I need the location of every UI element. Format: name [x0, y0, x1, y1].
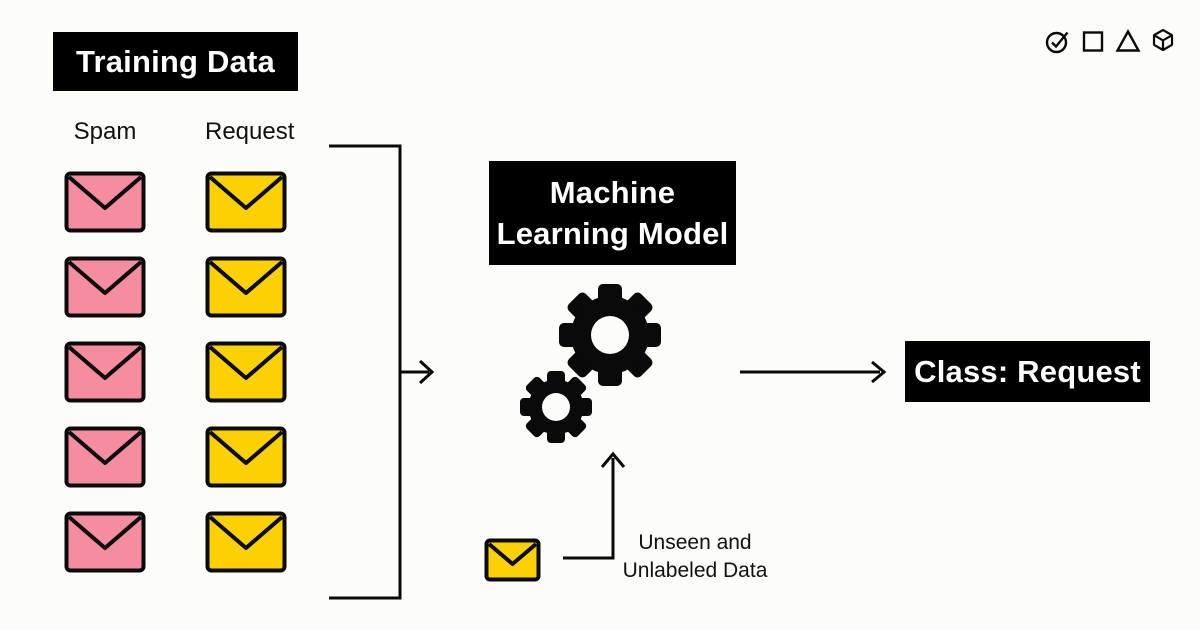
envelope-icon	[64, 511, 146, 573]
unseen-envelope-icon	[484, 538, 541, 582]
envelope-icon	[205, 171, 287, 233]
class-output-label: Class: Request	[905, 341, 1150, 402]
brand-logo	[1045, 28, 1176, 54]
training-bracket-connector	[329, 144, 435, 600]
ml-model-label-line2: Learning Model	[496, 216, 729, 251]
envelope-icon	[64, 171, 146, 233]
envelope-icon	[64, 256, 146, 318]
column-label-request: Request	[205, 118, 295, 145]
unseen-envelope-body	[484, 538, 541, 582]
envelope-icon	[64, 341, 146, 403]
envelope-icon	[205, 426, 287, 488]
triangle-icon	[1115, 29, 1141, 52]
envelope-icon	[205, 511, 287, 573]
envelope-icon	[205, 341, 287, 403]
output-arrow	[740, 360, 887, 384]
check-circle-icon	[1045, 31, 1069, 54]
column-label-spam: Spam	[73, 118, 137, 145]
ml-model-label: Machine Learning Model	[489, 161, 736, 265]
spam-envelope-column	[64, 171, 146, 573]
unseen-data-arrow	[563, 451, 626, 560]
request-envelope-column	[205, 171, 287, 573]
training-data-label: Training Data	[53, 32, 298, 91]
ml-model-label-line1: Machine	[549, 175, 676, 210]
gears-icon	[520, 284, 661, 443]
envelope-icon	[205, 256, 287, 318]
unseen-data-label-line1: Unseen and	[638, 531, 752, 554]
cube-icon	[1152, 29, 1174, 51]
unseen-data-label: Unseen and Unlabeled Data	[600, 529, 790, 585]
unseen-data-label-line2: Unlabeled Data	[622, 559, 768, 582]
envelope-icon	[64, 426, 146, 488]
square-icon	[1082, 31, 1104, 52]
